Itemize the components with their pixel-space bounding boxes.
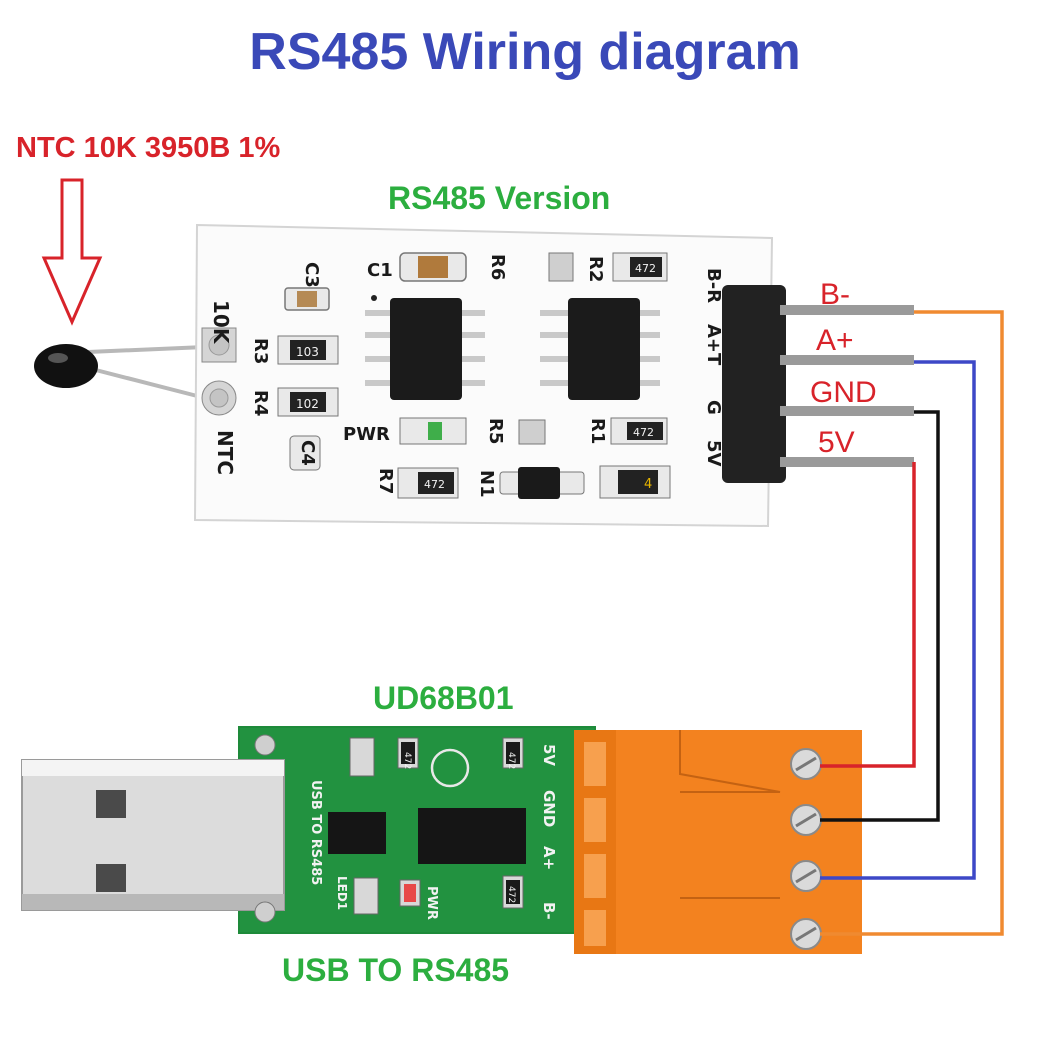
code-4: 4: [644, 477, 652, 492]
ntc-pad-2: [201, 380, 237, 416]
silk-r1: R1: [587, 418, 608, 444]
module-pin-label-a-plus: A+: [816, 324, 854, 357]
down-arrow-icon: [41, 178, 103, 326]
adapter-ic-small: [328, 812, 386, 854]
adapter-code-472-c: 472: [506, 886, 516, 903]
adapter-silk-b-minus: B-: [540, 902, 558, 920]
terminal-label-5v: 5V: [740, 736, 782, 774]
terminal-label-b-minus: B-: [720, 920, 754, 958]
resistor-r7: [397, 467, 459, 499]
code-472-r2: 472: [635, 262, 656, 275]
silk-r2: R2: [585, 256, 606, 282]
terminal-screw-5v: [790, 748, 822, 780]
terminal-label-gnd: GND: [694, 804, 770, 842]
module-pin-label-b-minus: B-: [820, 278, 850, 311]
adapter-ic-main: [418, 808, 526, 864]
adapter-code-472-a: 472: [402, 752, 412, 769]
ic-chip-left: [365, 295, 485, 400]
adapter-silk-5v: 5V: [540, 744, 558, 766]
terminal-label-a-plus: A+: [712, 856, 755, 894]
silk-pin-5v: 5V: [703, 440, 724, 467]
silk-pin-br: B-R: [703, 268, 724, 303]
silk-r5: R5: [485, 418, 506, 444]
wire-5v: [820, 462, 916, 768]
code-472-r7: 472: [424, 478, 445, 491]
terminal-screw-a-plus: [790, 860, 822, 892]
adapter-silk-a-plus: A+: [540, 846, 558, 870]
adapter-capacitor-1: [349, 737, 375, 777]
component-4: [599, 465, 671, 499]
adapter-caption-top: UD68B01: [373, 680, 514, 716]
wire-gnd: [820, 410, 940, 822]
adapter-silk-gnd: GND: [540, 790, 558, 827]
silk-pin-at: A+T: [703, 324, 724, 366]
terminal-screw-b-minus: [790, 918, 822, 950]
terminal-screw-gnd: [790, 804, 822, 836]
resistor-r4: [277, 387, 339, 417]
pwr-led: [399, 417, 467, 445]
silk-r4: R4: [250, 390, 271, 416]
diode-n1: [499, 471, 585, 495]
capacitor-c3: [284, 287, 330, 311]
sensor-spec-label: NTC 10K 3950B 1%: [16, 132, 281, 164]
code-102: 102: [296, 397, 319, 411]
resistor-r1: [610, 417, 668, 445]
module-caption: RS485 Version: [388, 180, 611, 216]
diagram-title: RS485 Wiring diagram: [249, 23, 801, 81]
usb-plug: [21, 759, 285, 911]
silk-c1: C1: [367, 260, 393, 281]
silk-r7: R7: [375, 468, 396, 494]
adapter-caption-bottom: USB TO RS485: [282, 952, 510, 988]
code-472-r1: 472: [633, 426, 654, 439]
code-103: 103: [296, 345, 319, 359]
rs485-sensor-module: 10K NTC C3 C1 R6 R2 R3 R4 PWR R5 R1 C4 R…: [193, 223, 914, 528]
pad-r6: [548, 252, 574, 282]
resistor-r2: [612, 252, 668, 282]
silk-c3: C3: [301, 262, 322, 288]
silk-n1: N1: [476, 470, 497, 498]
ce-mark-icon: [430, 748, 470, 788]
silk-ntc: NTC: [213, 430, 237, 475]
pad-r5: [518, 419, 546, 445]
silk-pwr: PWR: [343, 424, 390, 445]
silk-r6: R6: [487, 254, 508, 280]
adapter-silk-usb: USB TO RS485: [308, 780, 323, 885]
adapter-code-472-b: 472: [506, 752, 516, 769]
capacitor-c4: [289, 435, 321, 471]
adapter-silk-led: LED1: [335, 876, 349, 910]
silk-10k: 10K: [209, 300, 233, 345]
ntc-thermistor: [34, 344, 206, 400]
module-pin-label-5v: 5V: [818, 426, 855, 459]
resistor-r3: [277, 335, 339, 365]
silk-c4: C4: [297, 440, 318, 466]
ntc-pad-1: [201, 327, 237, 363]
capacitor-c1: [399, 252, 467, 282]
silk-pin-g: G: [703, 400, 724, 415]
silk-r3: R3: [250, 338, 271, 364]
adapter-silk-pwr: PWR: [424, 886, 439, 920]
ic-chip-right: [540, 298, 660, 400]
module-pin-label-gnd: GND: [810, 376, 877, 409]
